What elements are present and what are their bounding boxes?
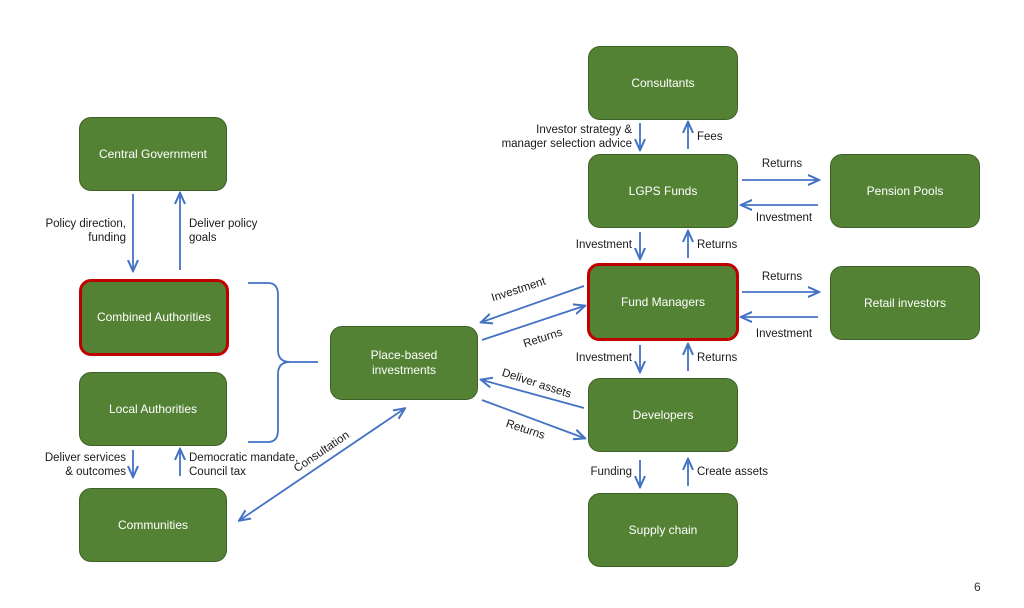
- node-central-government: Central Government: [79, 117, 227, 191]
- node-fund-managers: Fund Managers: [587, 263, 739, 341]
- node-pension-pools: Pension Pools: [830, 154, 980, 228]
- label-lgps-returns: Returns: [761, 158, 803, 170]
- arrow-fm-place-returns: [481, 306, 584, 341]
- node-retail-investors: Retail investors: [830, 266, 980, 340]
- label-investor-strategy: Investor strategy & manager selection ad…: [501, 124, 632, 150]
- page-number: 6: [974, 580, 981, 594]
- label-democratic-mandate: Democratic mandate, Council tax: [189, 452, 299, 478]
- node-place-based-investments: Place-based investments: [330, 326, 478, 400]
- node-consultants: Consultants: [588, 46, 738, 120]
- label-fm-dev-investment: Investment: [575, 352, 632, 364]
- label-funding: Funding: [590, 466, 632, 478]
- arrow-fm-place-investment: [482, 285, 585, 322]
- node-combined-authorities: Combined Authorities: [79, 279, 229, 356]
- label-lgps-investment: Investment: [755, 212, 813, 224]
- label-fm-investment: Investment: [575, 239, 632, 251]
- node-communities: Communities: [79, 488, 227, 562]
- arrow-dev-place-returns: [481, 399, 584, 438]
- node-local-authorities: Local Authorities: [79, 372, 227, 446]
- label-fees: Fees: [697, 131, 723, 143]
- label-fm-dev-returns: Returns: [697, 352, 738, 364]
- label-fm-returns: Returns: [697, 239, 738, 251]
- label-deliver-services: Deliver services & outcomes: [44, 452, 126, 478]
- node-supply-chain: Supply chain: [588, 493, 738, 567]
- node-developers: Developers: [588, 378, 738, 452]
- authorities-brace: [248, 282, 318, 443]
- label-retail-investment: Investment: [755, 328, 813, 340]
- arrow-deliver-assets: [482, 380, 585, 409]
- label-create-assets: Create assets: [697, 466, 768, 478]
- node-lgps-funds: LGPS Funds: [588, 154, 738, 228]
- label-policy-direction: Policy direction, funding: [45, 218, 126, 244]
- arrow-consultation: [240, 409, 404, 520]
- label-retail-returns: Returns: [761, 271, 803, 283]
- label-deliver-policy-goals: Deliver policy goals: [189, 218, 258, 244]
